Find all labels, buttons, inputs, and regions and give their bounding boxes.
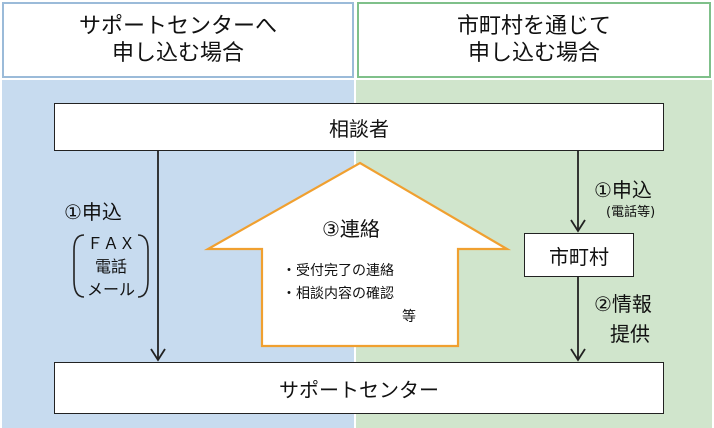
header-apply-via-municipality: 市町村を通じて 申し込む場合 [357,2,711,78]
contact-title: ③連絡 [322,217,380,241]
municipality-box: 市町村 [524,233,634,277]
contact-item-complete: ・受付完了の連絡 [282,263,394,279]
arrowhead-right-bottom [570,348,586,362]
contact-item-confirm: ・相談内容の確認 [282,286,394,302]
arrowhead-right-top [570,219,586,233]
info-provide-label-line2: 提供 [610,322,650,346]
consultant-box: 相談者 [54,103,664,151]
contact-up-arrow [203,161,512,348]
header-apply-to-center: サポートセンターへ 申し込む場合 [2,2,354,78]
bracket-open [73,234,85,298]
right-apply-note: (電話等) [606,205,656,220]
arrowhead-left [150,348,166,362]
right-apply-label: ①申込 [594,178,652,202]
apply-methods-list: ＦＡＸ 電話 メール [80,232,142,301]
contact-item-etc: 等 [402,309,416,325]
left-apply-label: ①申込 [64,200,122,224]
method-email: メール [86,280,135,299]
info-provide-label-line1: ②情報 [594,292,652,316]
method-fax: ＦＡＸ [86,234,135,253]
support-center-box: サポートセンター [54,362,664,414]
bracket-close [137,234,149,298]
method-phone: 電話 [94,257,127,276]
